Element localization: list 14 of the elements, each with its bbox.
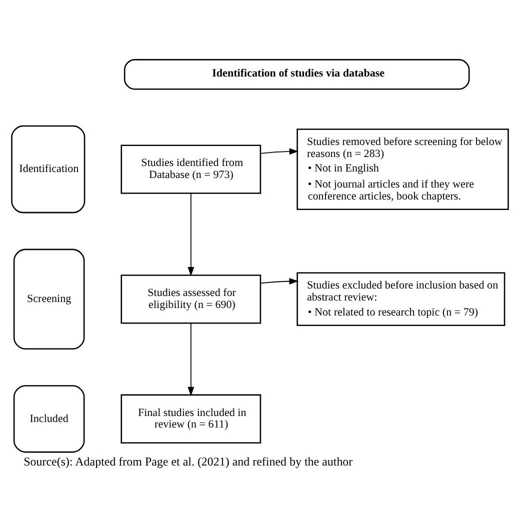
node-box: Screening bbox=[13, 248, 85, 350]
arrow bbox=[188, 192, 194, 276]
node-box: Studies excluded before inclusion based on abstract review: • Not related to research topic (n = 79) bbox=[296, 272, 506, 326]
caption: Source(s): Adapted from Page et al. (2021) and refined by the author bbox=[24, 454, 353, 468]
arrow bbox=[188, 322, 194, 396]
arrow bbox=[260, 148, 299, 155]
node-box: Included bbox=[13, 385, 85, 453]
node-box: Final studies included in review (n = 611) bbox=[120, 394, 262, 444]
arrow bbox=[260, 278, 298, 284]
node-box: Studies removed before screening for below reasons (n = 283) • Not in English • Not journal articles and if they were conference articles, book chapters. bbox=[296, 128, 509, 210]
node-box: Identification bbox=[11, 125, 86, 214]
node-box: Studies assessed for eligibility (n = 690) bbox=[120, 274, 262, 324]
node-box: Studies identified from Database (n = 973) bbox=[120, 144, 262, 194]
node-box: Identification of studies via database bbox=[124, 59, 470, 90]
